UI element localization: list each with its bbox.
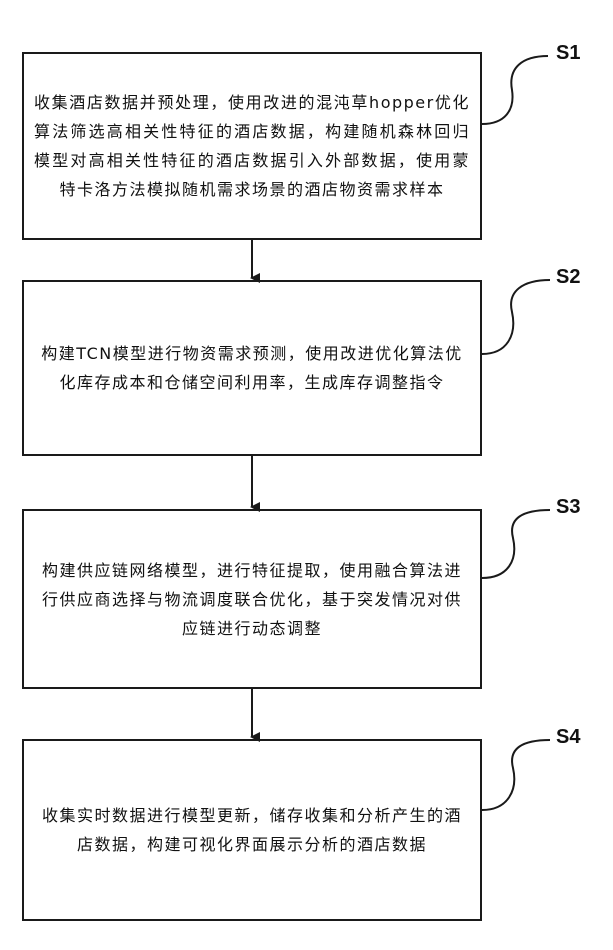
step-box-s2: 构建TCN模型进行物资需求预测，使用改进优化算法优化库存成本和仓储空间利用率，生… xyxy=(22,280,482,456)
step-label-s1: S1 xyxy=(556,42,580,65)
step-label-s4: S4 xyxy=(556,726,580,749)
step-label-s3: S3 xyxy=(556,496,580,519)
step-box-s4: 收集实时数据进行模型更新，储存收集和分析产生的酒店数据，构建可视化界面展示分析的… xyxy=(22,739,482,921)
leader-s3 xyxy=(482,510,550,578)
step-text-s3: 构建供应链网络模型，进行特征提取，使用融合算法进行供应商选择与物流调度联合优化，… xyxy=(24,556,480,643)
step-box-s3: 构建供应链网络模型，进行特征提取，使用融合算法进行供应商选择与物流调度联合优化，… xyxy=(22,509,482,689)
step-text-s1: 收集酒店数据并预处理，使用改进的混沌草hopper优化算法筛选高相关性特征的酒店… xyxy=(24,88,480,204)
step-text-s2: 构建TCN模型进行物资需求预测，使用改进优化算法优化库存成本和仓储空间利用率，生… xyxy=(24,339,480,397)
leader-s4 xyxy=(482,740,550,810)
leader-s1 xyxy=(482,56,548,124)
step-text-s4: 收集实时数据进行模型更新，储存收集和分析产生的酒店数据，构建可视化界面展示分析的… xyxy=(24,801,480,859)
step-box-s1: 收集酒店数据并预处理，使用改进的混沌草hopper优化算法筛选高相关性特征的酒店… xyxy=(22,52,482,240)
step-label-s2: S2 xyxy=(556,266,580,289)
leader-s2 xyxy=(482,280,550,354)
